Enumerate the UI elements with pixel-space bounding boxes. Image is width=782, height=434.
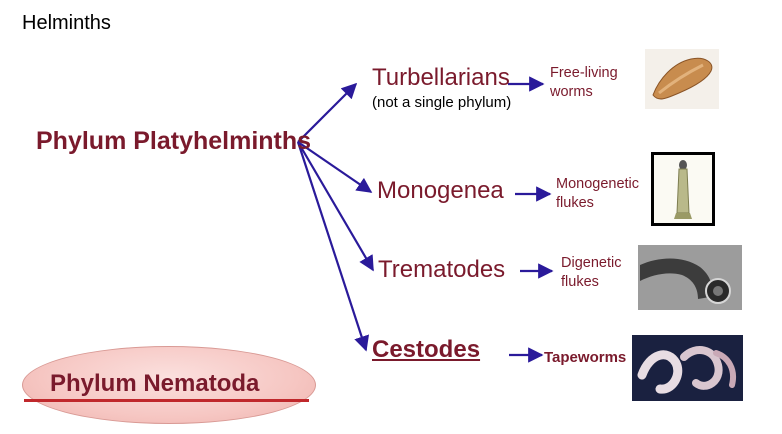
cestodes-label: Cestodes [372,336,481,363]
turbellarians-note: (not a single phylum) [372,94,512,111]
phylum-platyhelminths-label: Phylum Platyhelminths [36,127,312,155]
arrow-to-cestodes [296,141,370,352]
turbellarians-description: Free-living worms [550,65,618,100]
tapeworm-photo [632,335,743,401]
arrow-to-monogenea [297,141,373,193]
trematodes-description: Digenetic flukes [561,255,622,290]
turbellarians-label: Turbellarians [372,64,510,91]
nematoda-ellipse [22,346,316,424]
nematoda-underline [24,399,309,402]
flatworm-photo [645,49,719,109]
monogenea-label: Monogenea [377,177,504,204]
arrow-to-turbellarians [297,82,358,143]
trematodes-label: Trematodes [378,256,506,283]
cestodes-description: Tapeworms [544,349,627,366]
trematode-photo [638,245,742,310]
page-title: Helminths [22,12,111,34]
arrow-to-trematodes [297,141,374,272]
monogenean-photo [651,152,715,226]
monogenea-description: Monogenetic flukes [556,176,640,211]
phylum-nematoda-label: Phylum Nematoda [50,370,260,397]
